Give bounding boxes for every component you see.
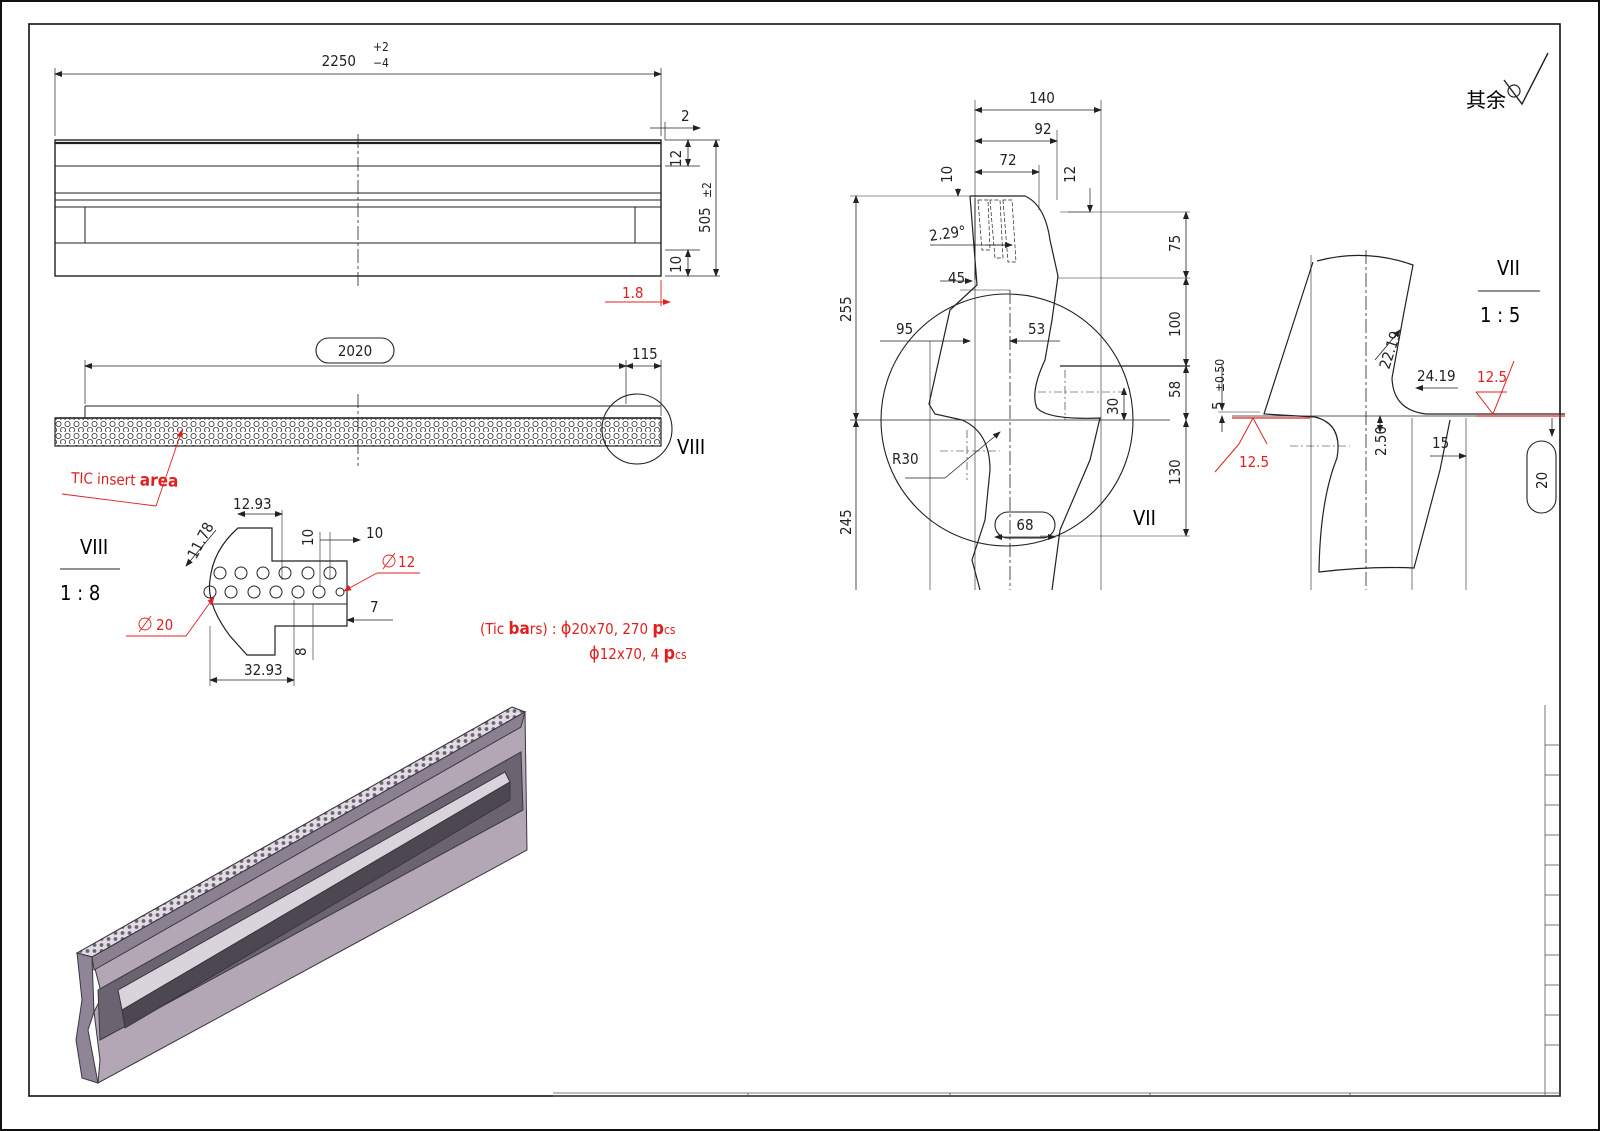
bars-note-mid: rs) : — [530, 620, 561, 638]
section-angle: 2.29° — [928, 222, 967, 245]
bars-note-open: (Tic — [480, 620, 509, 638]
detail-vii-title: VII 1 : 5 — [1478, 256, 1540, 327]
bars-note-cs1: cs — [664, 623, 676, 637]
title-block-lines — [553, 705, 1560, 1097]
length-dimension: 2250 — [322, 52, 356, 70]
section-d95: 95 — [896, 320, 913, 338]
detail-angle-dim: 11.78 — [184, 519, 218, 562]
surface-roughness-note: 其余 — [1466, 52, 1549, 112]
section-d53: 53 — [1028, 320, 1045, 338]
bars-note-phi2: ϕ — [589, 643, 600, 664]
section-w72: 72 — [999, 151, 1016, 169]
insert-area-bold: area — [139, 470, 178, 491]
detail-vii-d24-19: 24.19 — [1417, 367, 1456, 385]
dia-12-text: 12 — [398, 553, 415, 571]
dim-10: 10 — [667, 256, 685, 273]
insert-area-label: TIC insert area — [70, 468, 179, 492]
section-d45: 45 — [948, 269, 965, 287]
bars-note-p1: p — [652, 618, 664, 639]
rough-12-5-left: 12.5 — [1239, 453, 1269, 471]
detail-viii-title: VIII 1 : 8 — [60, 535, 120, 605]
bars-note-bold: ba — [509, 619, 530, 639]
detail-dim-7: 7 — [370, 598, 379, 616]
height-dimension: 505 — [696, 207, 714, 233]
roughness-marker-12-5-left — [1214, 416, 1310, 473]
roughness-note-text: 其余 — [1466, 88, 1506, 112]
dia-20-leader — [126, 596, 215, 637]
section-w92: 92 — [1034, 120, 1051, 138]
section-d255: 255 — [837, 296, 855, 322]
section-d58: 58 — [1166, 381, 1184, 398]
dia-12-leader — [343, 552, 420, 592]
insert-length-dimension: 2020 — [338, 342, 372, 360]
detail-dim-8: 8 — [292, 647, 310, 656]
bars-note-cs2: cs — [675, 648, 687, 662]
section-d130: 130 — [1166, 459, 1184, 485]
section-d12: 12 — [1061, 166, 1079, 183]
section-d75: 75 — [1166, 235, 1184, 252]
height-tolerance: ±2 — [700, 182, 714, 198]
tic-bars-note: (Tic bars) : ϕ20x70, 270 pcs ϕ12x70, 4 p… — [480, 618, 687, 664]
bars-note-line2: ϕ12x70, 4 pcs — [589, 643, 687, 664]
top-view — [54, 68, 720, 286]
bars-note-p2: p — [663, 643, 675, 664]
detail-viii-scale: 1 : 8 — [60, 581, 100, 605]
bars-note-spec2: 12x70, 4 — [600, 645, 664, 663]
detail-vii-d15: 15 — [1432, 434, 1449, 452]
detail-vii-drawing — [1218, 250, 1565, 590]
section-d100: 100 — [1166, 311, 1184, 337]
detail-vii-d5-tol: ±0.50 — [1213, 359, 1227, 392]
dim-1-8: 1.8 — [622, 284, 643, 302]
dim-2: 2 — [681, 107, 690, 125]
isometric-3d-view — [75, 706, 528, 1084]
detail-viii-drawing — [185, 510, 393, 686]
detail-vii-title-text: VII — [1497, 256, 1520, 280]
dia-20-text: 20 — [156, 616, 173, 634]
section-d68: 68 — [1016, 516, 1033, 534]
detail-vii-scale: 1 : 5 — [1480, 303, 1520, 327]
section-d10: 10 — [938, 166, 956, 183]
length-tol-upper: +2 — [373, 40, 389, 54]
detail-dim-10b: 10 — [366, 524, 383, 542]
detail-vii-callout: VII — [1133, 506, 1156, 530]
dim-12: 12 — [667, 150, 685, 167]
section-w140: 140 — [1029, 89, 1055, 107]
front-view — [54, 337, 673, 466]
detail-offset-dim: 32.93 — [244, 661, 283, 679]
length-tol-lower: −4 — [373, 56, 389, 70]
section-d245: 245 — [837, 509, 855, 535]
detail-vii-d22-19: 22.19 — [1376, 329, 1405, 371]
roughness-marker-12-5-right — [1475, 360, 1565, 417]
section-view — [850, 100, 1190, 591]
detail-viii-callout: VIII — [677, 435, 705, 459]
detail-vii-d5: 5 — [1209, 401, 1227, 410]
dim-1-8-leader — [605, 280, 671, 306]
bars-note-spec1: 20x70, 270 — [571, 620, 652, 638]
detail-vii-d20: 20 — [1533, 472, 1551, 489]
detail-dim-10a: 10 — [299, 529, 317, 546]
insert-area-prefix: TIC insert — [70, 469, 140, 489]
detail-pitch-dim: 12.93 — [233, 495, 272, 513]
rough-12-5-right: 12.5 — [1477, 368, 1507, 386]
insert-area-leader — [61, 429, 183, 507]
detail-vii-d2-50: 2.50 — [1372, 426, 1390, 456]
roughness-symbol-icon — [1503, 52, 1549, 106]
end-offset-dimension: 115 — [632, 345, 658, 363]
section-d30: 30 — [1104, 398, 1122, 415]
detail-viii-title-text: VIII — [80, 535, 108, 559]
bars-note-line1: (Tic bars) : ϕ20x70, 270 pcs — [480, 618, 676, 639]
section-r30: R30 — [892, 450, 919, 468]
bars-note-phi1: ϕ — [561, 618, 572, 639]
